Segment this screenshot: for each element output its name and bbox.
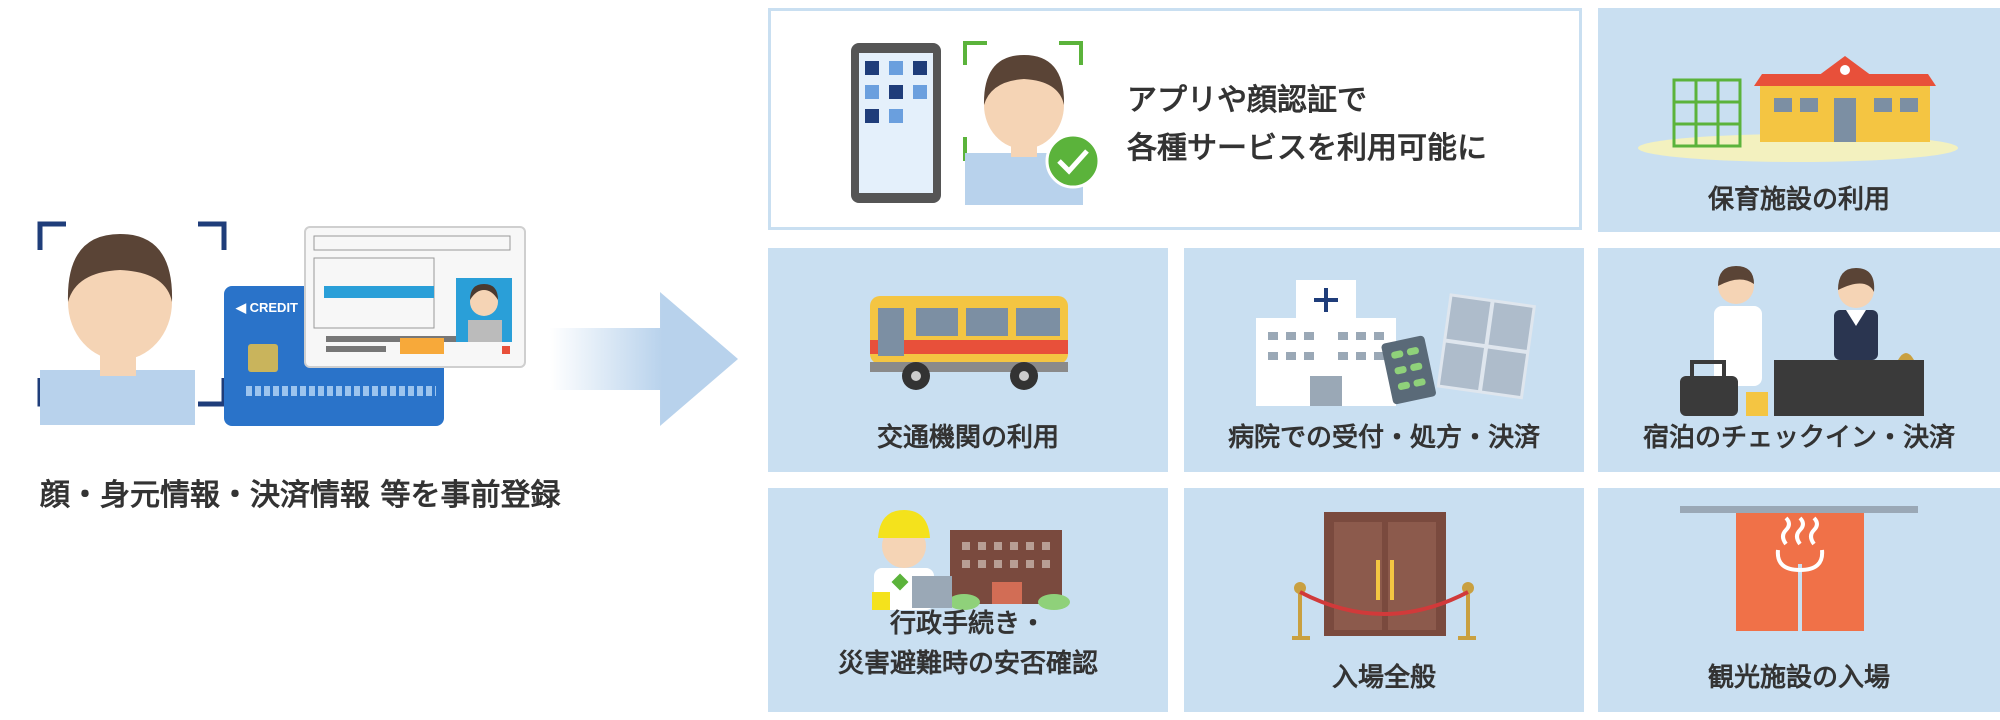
service-label: 観光施設の入場 — [1707, 663, 1890, 693]
entrance-door-icon — [1292, 512, 1476, 640]
service-tile-hospital: 病院での受付・処方・決済 — [1184, 248, 1584, 472]
flow-arrow-icon — [550, 292, 738, 426]
service-tile-entrance: 入場全般 — [1184, 488, 1584, 712]
service-label-line-2: 災害避難時の安否確認 — [837, 649, 1098, 679]
hot-spring-noren-icon — [1680, 506, 1918, 631]
service-tile-government: 行政手続き・ 災害避難時の安否確認 — [768, 488, 1168, 712]
hero-text: アプリや顔認証で 各種サービスを利用可能に — [1127, 77, 1487, 173]
nursery-building-icon — [1638, 56, 1958, 162]
government-worker-icon — [872, 510, 1070, 610]
service-tile-transport: 交通機関の利用 — [768, 248, 1168, 472]
registration-caption: 顔・身元情報・決済情報 等を事前登録 — [40, 478, 561, 513]
hero-line-1: アプリや顔認証で — [1127, 83, 1367, 118]
face-verified-icon — [963, 41, 1101, 205]
hotel-reception-icon — [1680, 266, 1924, 416]
card-chip — [248, 344, 278, 372]
registration-illustration — [36, 220, 556, 430]
card-number — [246, 386, 436, 396]
hero-box: アプリや顔認証で 各種サービスを利用可能に — [768, 8, 1582, 230]
smartphone-icon — [851, 43, 941, 203]
card-brand-text: ◀ CREDIT — [236, 300, 298, 315]
bus-icon — [870, 296, 1068, 390]
hospital-icon — [1256, 280, 1536, 406]
service-tile-hotel: 宿泊のチェックイン・決済 — [1598, 248, 2000, 472]
id-card-icon — [304, 226, 526, 368]
service-label-line-1: 行政手続き・ — [889, 609, 1046, 639]
service-tile-nursery: 保育施設の利用 — [1598, 8, 2000, 232]
face-scan-icon — [37, 221, 227, 425]
service-label: 交通機関の利用 — [876, 423, 1059, 453]
service-label: 行政手続き・ 災害避難時の安否確認 — [768, 604, 1168, 684]
hero-line-2: 各種サービスを利用可能に — [1127, 131, 1487, 166]
service-label: 入場全般 — [1331, 663, 1436, 693]
service-label: 宿泊のチェックイン・決済 — [1642, 423, 1955, 453]
service-label: 保育施設の利用 — [1707, 185, 1890, 215]
service-tile-tourism: 観光施設の入場 — [1598, 488, 2000, 712]
service-label: 病院での受付・処方・決済 — [1227, 423, 1540, 453]
